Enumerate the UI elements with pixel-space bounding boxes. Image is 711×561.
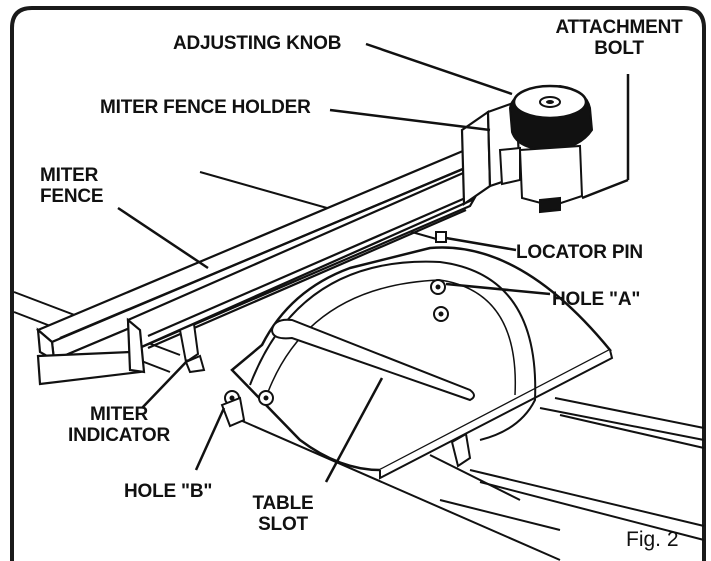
miter-fence [35, 146, 489, 386]
label-table-slot: TABLE SLOT [252, 493, 314, 535]
miter-indicator [178, 322, 206, 374]
label-adjusting-knob: ADJUSTING KNOB [173, 33, 342, 54]
adjusting-knob [508, 84, 594, 152]
figure-frame [10, 6, 706, 561]
plate-bracket [220, 396, 246, 428]
label-attachment-bolt: ATTACHMENT BOLT [555, 17, 683, 59]
attachment-bolt [498, 144, 584, 214]
label-miter-fence-holder: MITER FENCE HOLDER [100, 97, 311, 118]
miter-scale-arc [249, 260, 537, 441]
locator-pin [435, 231, 447, 243]
plate-clamp [450, 432, 472, 468]
leader-lines [117, 42, 630, 483]
guide-rail [439, 397, 705, 541]
figure-number: Fig. 2 [626, 528, 679, 551]
label-miter-fence: MITER FENCE [40, 165, 104, 207]
miter-base-plate [220, 246, 614, 480]
label-locator-pin: LOCATOR PIN [516, 242, 643, 263]
label-hole-a: HOLE "A" [552, 289, 641, 310]
table-slot [270, 318, 475, 402]
label-hole-b: HOLE "B" [124, 481, 213, 502]
label-miter-indicator: MITER INDICATOR [68, 404, 170, 446]
